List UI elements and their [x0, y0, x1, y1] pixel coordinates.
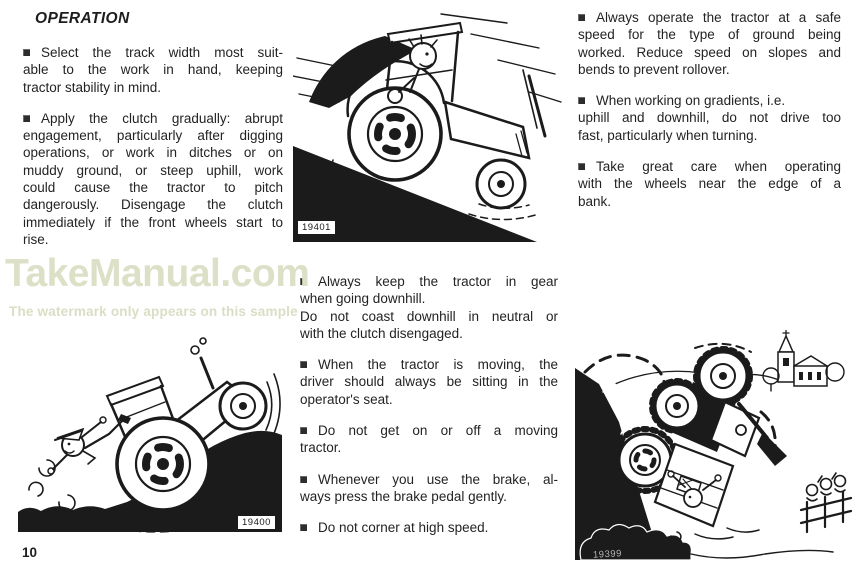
text-line: Do not get on or off a moving — [300, 422, 558, 439]
tractor-drawing — [47, 337, 281, 512]
text-line: Whenever you use the brake, al- — [300, 471, 558, 488]
text-line: Do not corner at high speed. — [300, 519, 558, 536]
text-line: with the wheels near the edge of a — [578, 176, 841, 192]
square-bullet-icon — [300, 475, 307, 483]
figure-tractor-downhill: 19401 — [293, 8, 565, 244]
text-line: fast, particularly when turning. — [578, 127, 758, 143]
text-line: driver should always be sitting in the — [300, 374, 558, 390]
figure-label: 19399 — [592, 548, 623, 561]
dust-lines — [670, 527, 760, 543]
text-line: able to the work in hand, keeping — [23, 62, 283, 78]
figure-tractor-rollover: 19399 — [575, 330, 852, 561]
text-line: bends to prevent rollover. — [578, 61, 730, 77]
driver-figure — [387, 34, 438, 104]
text-line: When working on gradients, i.e. — [578, 92, 841, 109]
ground-shape — [18, 430, 282, 532]
watermark: TakeManual.com — [5, 252, 310, 295]
tractor-pitching-illustration — [18, 337, 282, 533]
text-line: tractor. — [300, 440, 342, 456]
text-line: rise. — [23, 231, 49, 247]
church-drawing — [762, 330, 845, 392]
page-number: 10 — [22, 545, 38, 560]
text-line: ways press the brake pedal gently. — [300, 488, 507, 504]
square-bullet-icon — [23, 49, 30, 56]
slope-shape — [293, 146, 537, 242]
square-bullet-icon — [300, 524, 307, 532]
square-bullet-icon — [578, 14, 585, 21]
debris — [67, 514, 114, 527]
falling-driver-figure — [47, 414, 131, 475]
text-line: dangerously. Disengage the clutch — [23, 197, 283, 213]
square-bullet-icon — [578, 163, 585, 171]
text-line: tractor stability in mind. — [23, 79, 162, 95]
square-bullet-icon — [300, 278, 307, 285]
text-line: Apply the clutch gradually: abrupt — [23, 110, 283, 127]
upside-down-driver-figure — [667, 470, 722, 508]
tractor-rollover-illustration — [575, 330, 852, 560]
bullet-paragraph: Whenever you use the brake, al-ways pres… — [300, 471, 558, 506]
motion-arcs — [104, 507, 228, 533]
left-text-column: Select the track width most suit-able to… — [23, 44, 283, 262]
tractor-downhill-illustration — [293, 13, 562, 242]
text-line: Always operate the tractor at a safe — [578, 9, 841, 26]
bushes — [579, 523, 692, 560]
bullet-paragraph: When working on gradients, i.e.uphill an… — [578, 92, 841, 144]
square-bullet-icon — [23, 114, 30, 122]
text-line: bank. — [578, 193, 612, 209]
ground-line — [690, 549, 834, 559]
tractor-drawing — [330, 21, 547, 221]
text-line: uphill and downhill, do not drive too — [578, 110, 841, 126]
figure-label: 19400 — [237, 515, 276, 530]
motion-arcs — [330, 159, 540, 221]
bullet-paragraph: Do not corner at high speed. — [300, 519, 558, 536]
text-line: engagement, particularly after digging — [23, 128, 283, 144]
text-line: speed for the type of ground being — [578, 27, 841, 43]
text-line: Take great care when operating — [578, 158, 841, 175]
text-line: Select the track width most suit- — [23, 44, 283, 61]
fence-and-onlookers — [799, 472, 852, 534]
square-bullet-icon — [300, 361, 307, 369]
grass-tuft — [602, 382, 620, 394]
text-line: Always keep the tractor in gear — [300, 273, 558, 290]
page-title: OPERATION — [35, 10, 130, 27]
text-line: When the tractor is moving, the — [300, 356, 558, 373]
figure-label: 19401 — [297, 220, 336, 235]
tractor-drawing — [611, 342, 787, 528]
text-line: muddy ground, or steep uphill, work — [23, 162, 283, 178]
text-line: Do not coast downhill in neutral or — [300, 308, 558, 324]
text-line: worked. Reduce speed on slopes and — [578, 44, 841, 60]
bullet-paragraph: Select the track width most suit-able to… — [23, 44, 283, 96]
figure-tractor-pitching: 19400 — [15, 332, 285, 535]
text-line: operations, or work in ditches or on — [23, 145, 283, 161]
text-line: could cause the tractor to pitch — [23, 180, 283, 196]
square-bullet-icon — [578, 97, 585, 105]
watermark-subtitle: The watermark only appears on this sampl… — [9, 304, 298, 319]
square-bullet-icon — [300, 427, 307, 435]
text-line: when going downhill. — [300, 291, 426, 307]
text-line: operator's seat. — [300, 391, 393, 407]
text-line: immediately if the front wheels start to — [23, 214, 283, 230]
text-line: with the clutch disengaged. — [300, 325, 463, 341]
